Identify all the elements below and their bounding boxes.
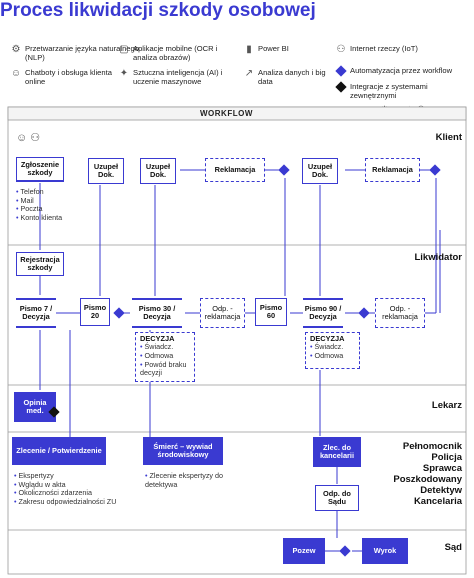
smierc-list: Zlecenie ekspertyzy do detektywa: [145, 471, 235, 489]
odp-sadu-node[interactable]: Odp. do Sądu: [315, 485, 359, 511]
smierc-node[interactable]: Śmierć – wywiad środowiskowy: [143, 437, 223, 465]
uzupel-dok-3[interactable]: Uzupeł Dok.: [302, 158, 338, 184]
reklamacja-1[interactable]: Reklamacja: [205, 158, 265, 182]
powerbi-icon: ▮: [246, 44, 252, 55]
zlec-kancelarii-node[interactable]: Zlec. do kancelarii: [313, 437, 361, 467]
pozew-node[interactable]: Pozew: [283, 538, 325, 564]
pismo-90-node[interactable]: Pismo 90 / Decyzja: [303, 298, 343, 328]
zlecenie-list: EkspertyzyWglądu w aktaOkoliczności zdar…: [14, 471, 134, 506]
zgloszenie-szkody-node[interactable]: Zgłoszenie szkody: [16, 157, 64, 182]
lane-sad: Sąd: [444, 542, 462, 553]
decyzja-box-1: DECYZJA Świadcz.OdmowaPowód braku decyzj…: [135, 332, 195, 382]
mobile-app-icon: ▢: [119, 44, 129, 55]
pismo-20-node[interactable]: Pismo 20: [80, 298, 110, 326]
pismo-60-node[interactable]: Pismo 60: [255, 298, 287, 326]
rejestracja-szkody-node[interactable]: Rejestracja szkody: [16, 252, 64, 276]
workflow-header: WORKFLOW: [200, 109, 253, 118]
lane-klient: Klient: [435, 132, 462, 143]
channels-list: TelefonMailPocztaKonto klienta: [16, 187, 62, 222]
zlecenie-node[interactable]: Zlecenie / Potwierdzenie: [12, 437, 106, 465]
page-title: Proces likwidacji szkody osobowej: [0, 0, 316, 21]
decyzja-box-2: DECYZJA Świadcz.Odmowa: [305, 332, 360, 369]
bigdata-icon: ↗: [244, 68, 254, 79]
iot-icon: ⚇: [336, 44, 346, 55]
uzupel-dok-1[interactable]: Uzupeł Dok.: [88, 158, 124, 184]
nlp-icon: ⚙: [11, 44, 21, 55]
chatbot-icon: ☺: [10, 68, 22, 79]
odp-reklamacja-1[interactable]: Odp. - reklamacja: [200, 298, 245, 328]
odp-reklamacja-2[interactable]: Odp. - reklamacja: [375, 298, 425, 328]
lane-likwidator: Likwidator: [414, 252, 462, 263]
lane-lekarz: Lekarz: [431, 400, 462, 411]
opinia-med-node[interactable]: Opinia med.: [14, 392, 56, 422]
pismo-30-node[interactable]: Pismo 30 / Decyzja: [132, 298, 182, 328]
wyrok-node[interactable]: Wyrok: [362, 538, 408, 564]
pismo-7-node[interactable]: Pismo 7 / Decyzja: [16, 298, 56, 328]
ai-icon: ✦: [119, 68, 129, 79]
reklamacja-2[interactable]: Reklamacja: [365, 158, 420, 182]
uzupel-dok-2[interactable]: Uzupeł Dok.: [140, 158, 176, 184]
chatbot-icon: ☺ ⚇: [16, 132, 41, 144]
